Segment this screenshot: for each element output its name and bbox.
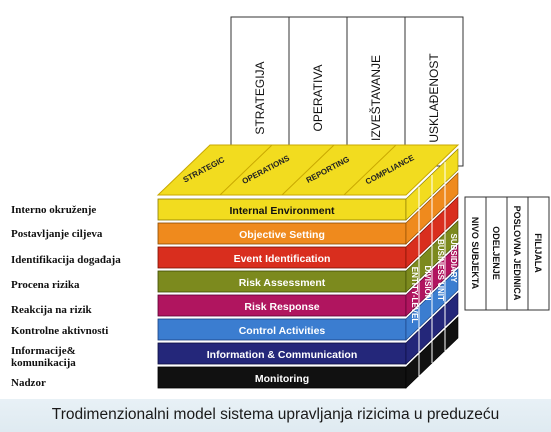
component-row: Internal Environment [157,198,407,221]
right-dimension-label: FILIJALA [533,233,543,273]
right-dimension-label: NIVO SUBJEKTA [470,217,480,290]
component-label: Risk Assessment [239,277,326,289]
top-dimension-label: OPERATIVA [311,65,325,132]
component-row: Monitoring [157,366,407,389]
component-label: Event Identification [234,253,331,265]
right-dimension-label: POSLOVNA JEDINICA [512,206,522,301]
component-row: Risk Assessment [157,270,407,293]
component-row: Objective Setting [157,222,407,245]
left-label-objective-setting: Postavljanje ciljeva [11,228,103,240]
left-label-internal-environment: Interno okruženje [11,204,97,216]
left-label-event-identification: Identifikacija događaja [11,254,121,266]
component-label: Objective Setting [239,229,325,241]
component-row: Event Identification [157,246,407,269]
top-dimension-box: STRATEGIJA OPERATIVA IZVEŠTAVANJE USKLAĐ… [230,16,464,167]
component-label: Risk Response [244,301,319,313]
side-face-label: SUBSIDIARY [449,233,458,283]
top-dimension-label: IZVEŠTAVANJE [368,55,383,141]
side-face-label: DIVISION [423,265,432,300]
left-label-information-communication: Informacije& komunikacija [11,345,76,369]
right-dimension-box: NIVO SUBJEKTA ODELJENJE POSLOVNA JEDINIC… [464,196,550,311]
component-label: Internal Environment [229,205,335,217]
top-dimension-label: USKLAĐENOST [427,53,441,143]
side-face-label: BUSINESS UNIT [436,239,445,301]
component-row: Control Activities [157,318,407,341]
right-dimension-label: ODELJENJE [491,226,501,280]
component-row: Information & Communication [157,342,407,365]
cube-top-face: STRATEGIC OPERATIONS REPORTING COMPLIANC… [156,144,460,196]
left-label-monitoring: Nadzor [11,377,46,389]
cube-side-face: ENTITY-LEVEL DIVISION BUSINESS UNIT SUBS… [405,148,459,389]
figure-caption: Trodimenzionalni model sistema upravljan… [51,406,500,423]
cube-front-face: Internal Environment Objective Setting E… [157,198,407,389]
left-label-risk-assessment: Procena rizika [11,279,80,291]
caption-bar [0,399,551,432]
side-face-label: ENTITY-LEVEL [410,267,419,324]
component-row: Risk Response [157,294,407,317]
component-label: Control Activities [239,325,326,337]
component-label: Monitoring [255,373,309,385]
left-label-risk-response: Reakcija na rizik [11,304,92,316]
component-label: Information & Communication [207,349,358,361]
top-dimension-label: STRATEGIJA [253,61,267,134]
left-label-control-activities: Kontrolne aktivnosti [11,325,109,337]
